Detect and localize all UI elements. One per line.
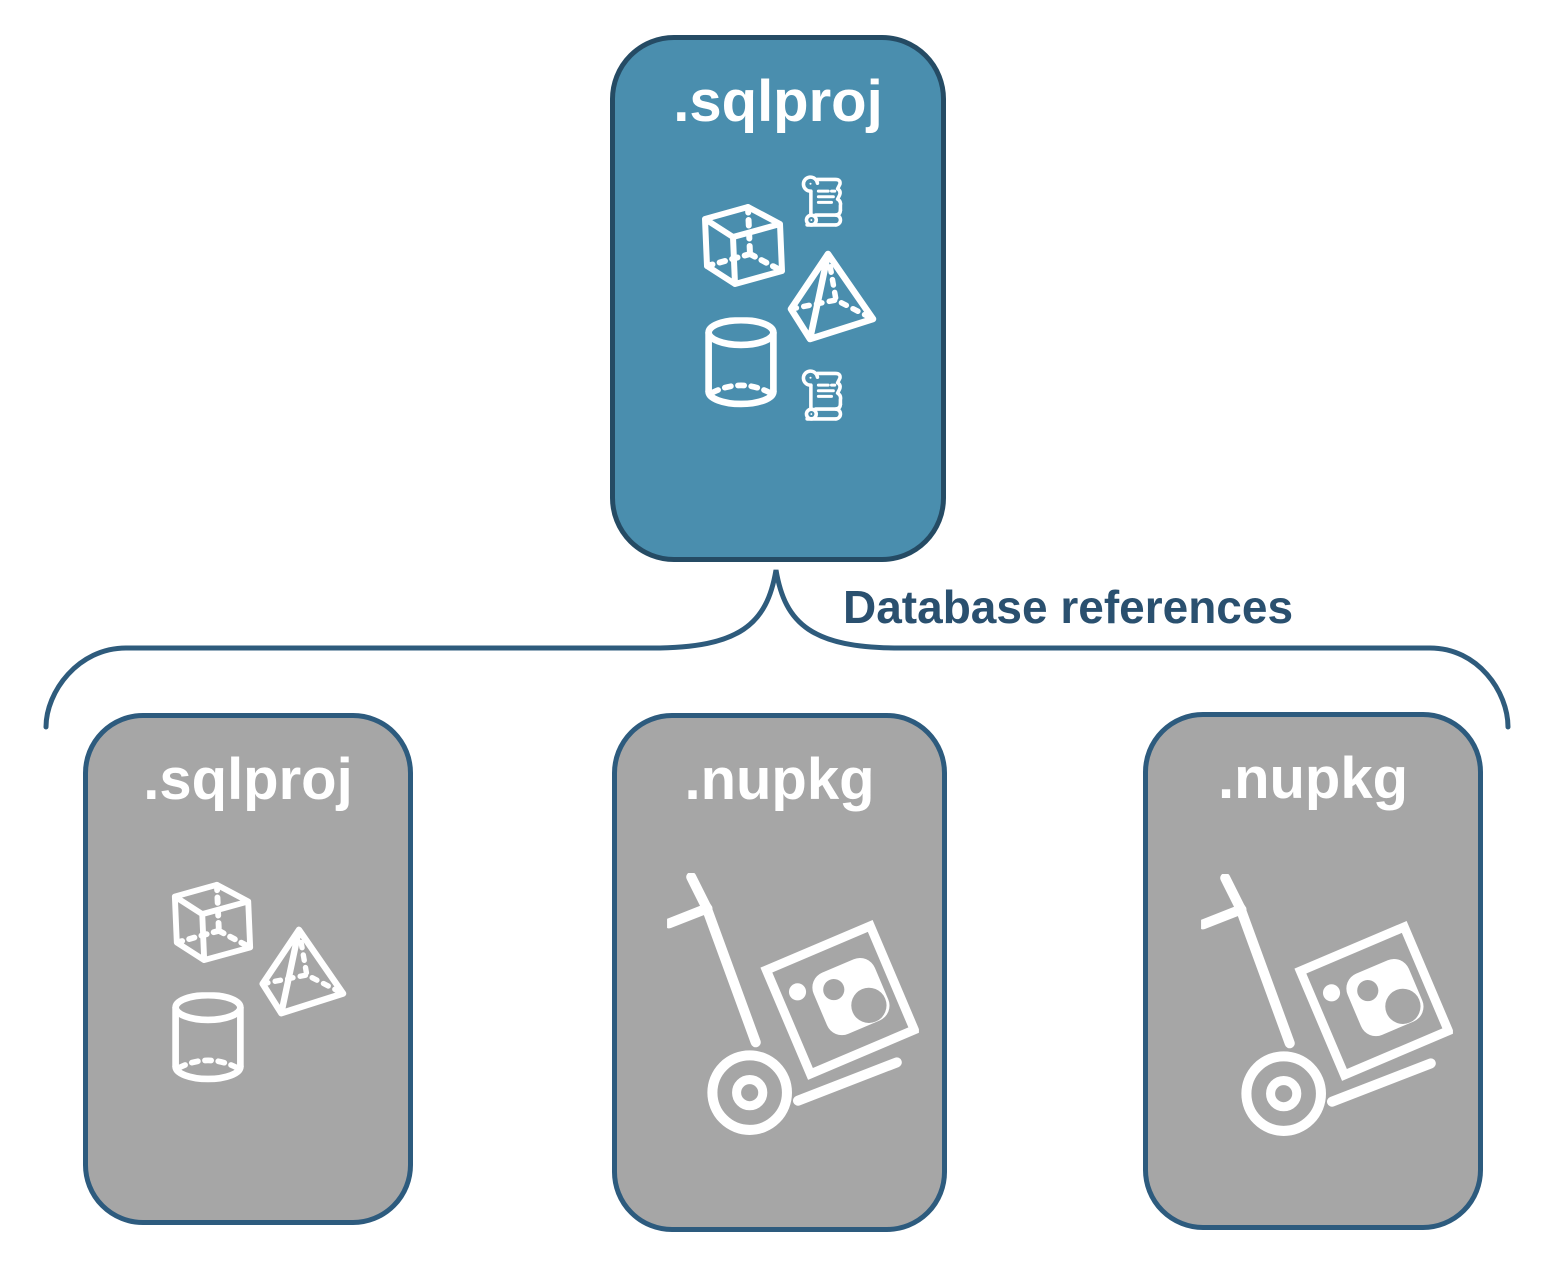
scroll-icon [794,364,854,426]
node-nupkg-reference-1: .nupkg [612,713,947,1232]
node-label: .nupkg [684,747,875,812]
pyramid-icon [773,246,877,350]
cylinder-icon [168,992,248,1084]
package-dolly-icon [1201,874,1453,1144]
connector-label: Database references [843,581,1294,633]
scroll-icon [794,170,854,232]
node-sqlproj-reference: .sqlproj [83,713,413,1225]
package-dolly-icon [667,873,919,1143]
pyramid-icon [245,922,347,1024]
node-label: .sqlproj [673,69,883,134]
node-sqlproj-root: .sqlproj [610,35,946,562]
node-label: .nupkg [1217,746,1409,811]
cylinder-icon [701,317,781,409]
node-nupkg-reference-2: .nupkg [1143,712,1483,1230]
node-label: .sqlproj [143,747,353,812]
